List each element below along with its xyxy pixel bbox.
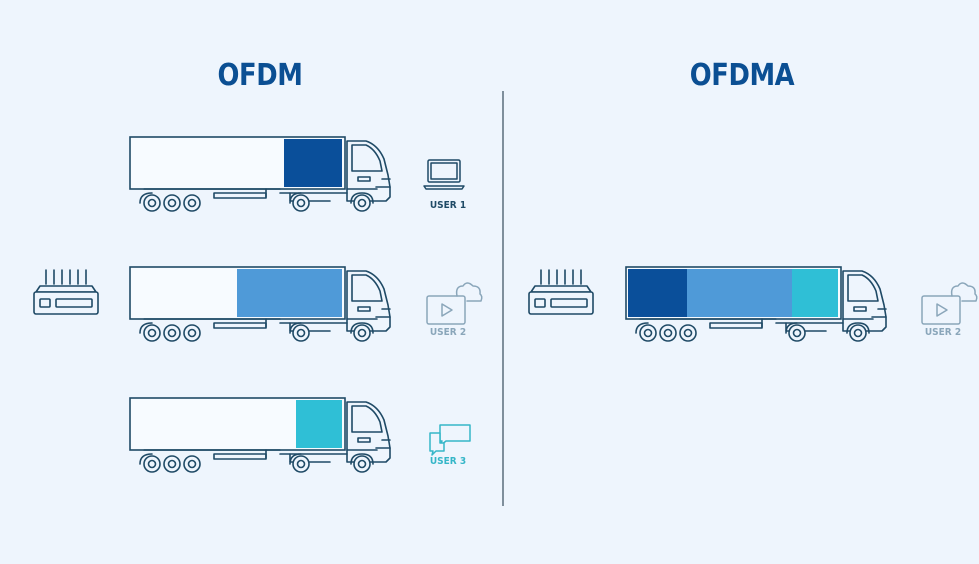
truck-ofdma: [625, 266, 887, 342]
user-2-label: USER 2: [429, 327, 467, 338]
truck-2: [129, 266, 391, 342]
router-icon-right: [528, 269, 594, 315]
ofdma-title: OFDMA: [689, 58, 795, 93]
truck-1: [129, 136, 391, 212]
truck-3: [129, 397, 391, 473]
cargo-user1-block: [284, 139, 342, 187]
cargo-user2-block: [687, 269, 792, 317]
user-3-label: USER 3: [429, 456, 467, 467]
router-icon: [33, 269, 99, 315]
video-cloud-icon-right: [921, 282, 978, 325]
panel-divider: [502, 91, 504, 506]
chat-bubbles-icon: [429, 424, 471, 456]
laptop-icon: [423, 159, 465, 190]
cargo-user2-block: [237, 269, 342, 317]
ofdm-title: OFDM: [217, 58, 303, 93]
user-2-label-right: USER 2: [924, 327, 962, 338]
cargo-user1-block: [628, 269, 687, 317]
cargo-user3-block: [792, 269, 838, 317]
video-cloud-icon: [426, 282, 483, 325]
user-1-label: USER 1: [429, 200, 467, 211]
cargo-user3-block: [296, 400, 342, 448]
